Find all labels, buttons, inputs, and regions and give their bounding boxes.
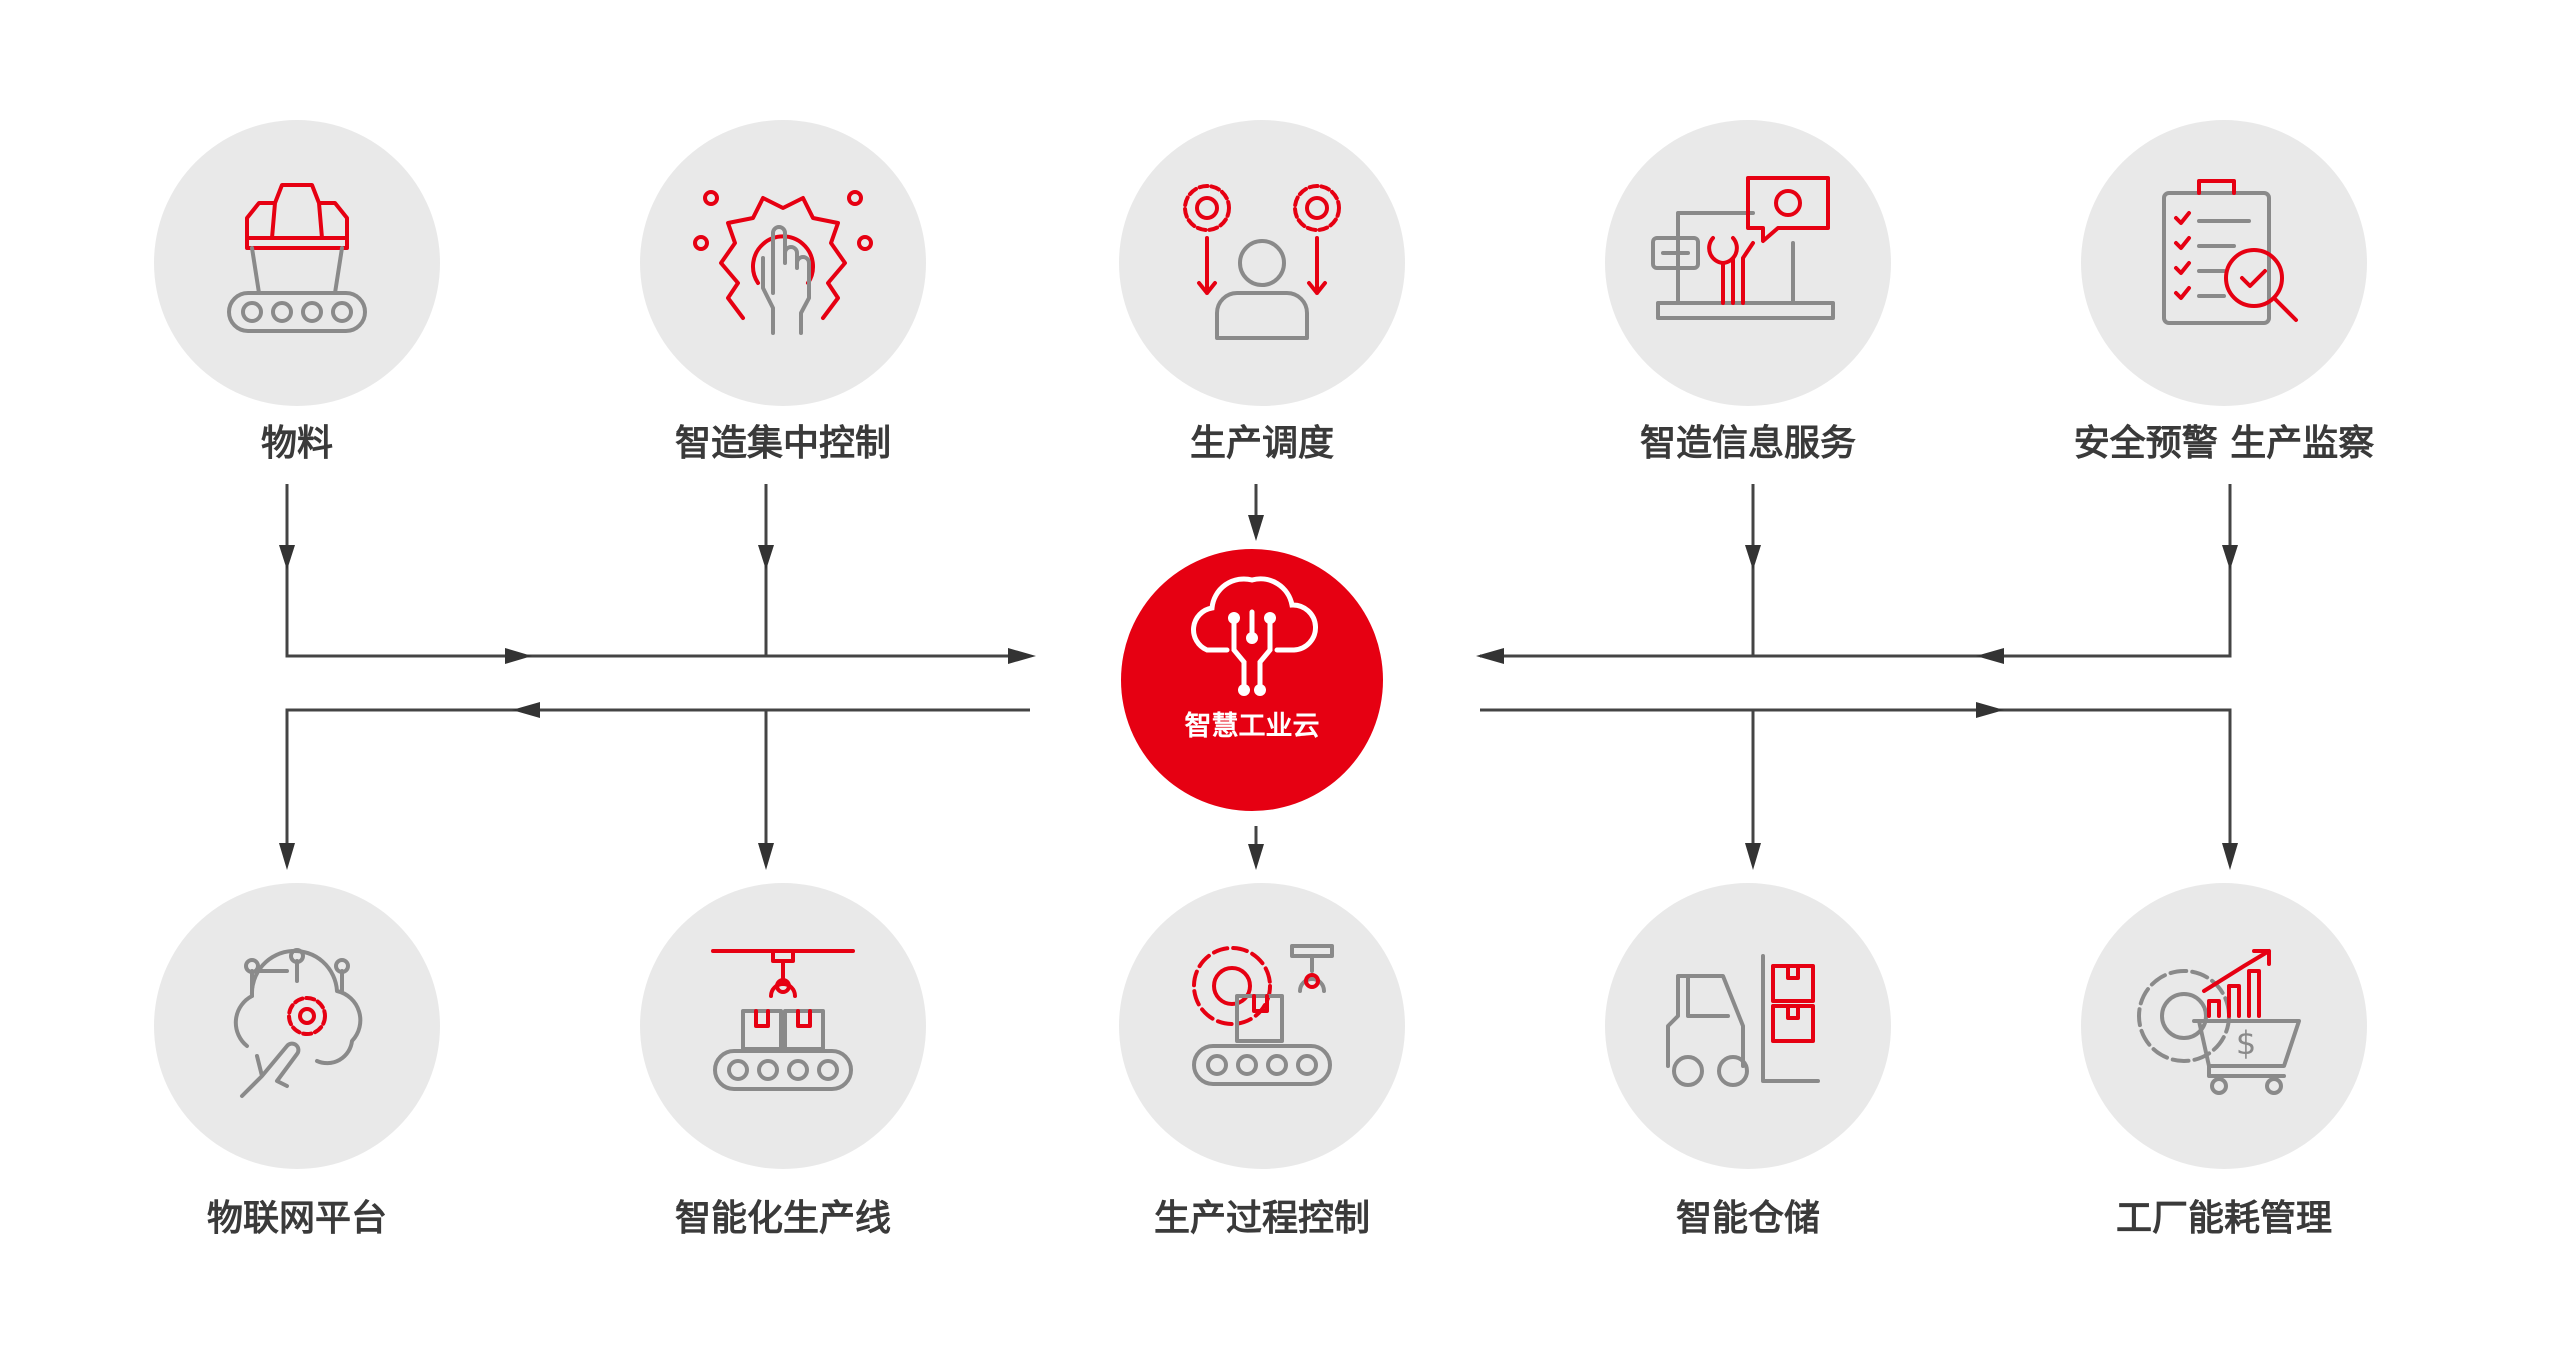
connectors	[279, 484, 2238, 870]
hub-label: 智慧工业云	[1185, 711, 1320, 742]
laptop-service-icon	[1651, 176, 1835, 320]
output-node-energy[interactable]: $ 工厂能耗管理	[2081, 883, 2367, 1239]
node-label: 智能化生产线	[675, 1198, 891, 1239]
process-control-icon	[1192, 944, 1334, 1086]
output-node-warehouse[interactable]: 智能仓储	[1605, 883, 1891, 1239]
node-label: 智造集中控制	[675, 423, 891, 464]
node-label: 物联网平台	[207, 1198, 387, 1239]
hub-node[interactable]: 智慧工业云	[1121, 549, 1383, 811]
input-node-safety[interactable]: 安全预警 生产监察	[2074, 120, 2375, 464]
node-label: 物料	[261, 423, 333, 464]
node-label: 生产调度	[1190, 423, 1334, 464]
cloud-circuit-icon	[1191, 576, 1318, 696]
production-line-icon	[711, 949, 855, 1091]
node-label: 安全预警 生产监察	[2074, 422, 2375, 464]
forklift-icon	[1666, 954, 1820, 1087]
material-conveyor-icon	[227, 183, 367, 333]
node-label: 智造信息服务	[1640, 423, 1856, 464]
node-label: 智能仓储	[1676, 1198, 1820, 1239]
input-node-scheduling[interactable]: 生产调度	[1119, 120, 1405, 464]
clipboard-inspect-icon	[2162, 179, 2298, 325]
input-node-info-service[interactable]: 智造信息服务	[1605, 120, 1891, 464]
gear-hand-icon	[693, 190, 873, 335]
input-node-central-control[interactable]: 智造集中控制	[640, 120, 926, 464]
iot-brain-icon	[233, 948, 363, 1098]
input-node-material[interactable]: 物料	[154, 120, 440, 464]
node-label: 工厂能耗管理	[2116, 1198, 2332, 1239]
node-label: 生产过程控制	[1154, 1198, 1370, 1239]
svg-text:$: $	[2236, 1024, 2256, 1062]
scheduling-person-icon	[1183, 184, 1341, 340]
output-node-iot[interactable]: 物联网平台	[154, 883, 440, 1239]
output-node-process-control[interactable]: 生产过程控制	[1119, 883, 1405, 1239]
output-node-production-line[interactable]: 智能化生产线	[640, 883, 926, 1239]
energy-cart-icon: $	[2137, 949, 2301, 1095]
